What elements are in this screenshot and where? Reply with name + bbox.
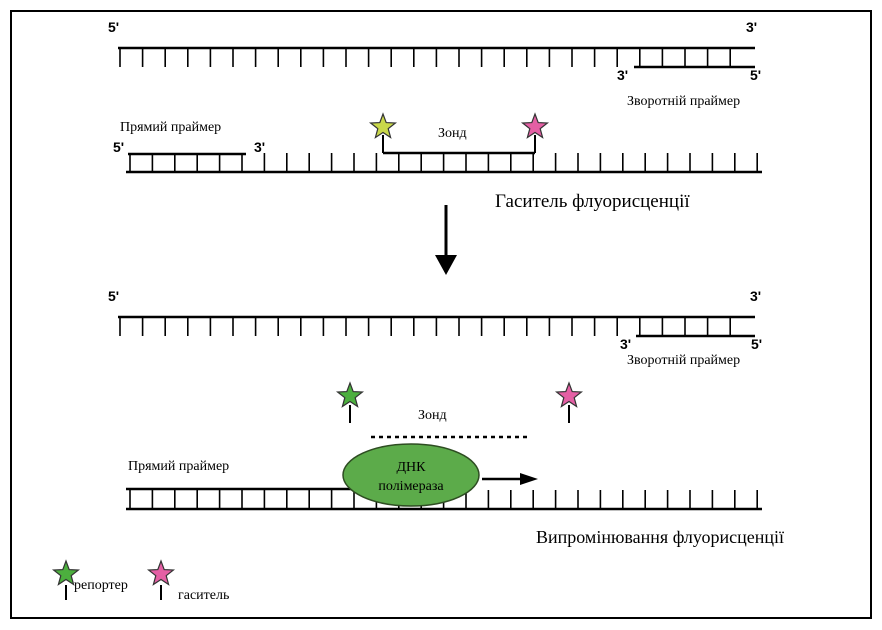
stage1-reporter-star-icon [368, 112, 398, 139]
stage1-quencher-star-icon [520, 112, 550, 139]
stage1-top-5prime: 5' [108, 19, 119, 35]
stage2-reporter-star-icon [335, 381, 365, 408]
legend-quencher-label: гаситель [178, 588, 229, 603]
legend: репортер гаситель [51, 559, 229, 603]
stage2-forward-primer-label: Прямий праймер [128, 459, 229, 474]
stage1-forward-primer-3prime: 3' [254, 139, 265, 155]
stage1-bottom-strand-ticks [129, 153, 759, 172]
stage2-top-3prime: 3' [750, 288, 761, 304]
stage2-reverse-primer-3prime: 3' [620, 336, 631, 352]
stage1-forward-primer-5prime: 5' [113, 139, 124, 155]
stage1-top-3prime: 3' [746, 19, 757, 35]
stage1-reverse-primer-3prime: 3' [617, 67, 628, 83]
stage1-top-strand-ticks [119, 48, 732, 67]
stage1-forward-primer-label: Прямий праймер [120, 120, 221, 135]
stage2-caption: Випромінювання флуорисценції [536, 527, 784, 547]
stage1-reverse-primer-label: Зворотній праймер [627, 94, 740, 109]
dna-polymerase: ДНК полімераза [342, 443, 480, 507]
stage2-bottom-strand-ticks [129, 490, 759, 509]
figure-frame [10, 10, 872, 619]
stage2-reverse-primer-label: Зворотній праймер [627, 353, 740, 368]
stage2-bottom-strand [126, 490, 762, 511]
polymerase-label-line2: полімераза [378, 479, 444, 494]
stage2-probe-label: Зонд [418, 408, 447, 423]
legend-quencher-star-icon [146, 559, 176, 586]
stage2-top-5prime: 5' [108, 288, 119, 304]
stage1-probe [382, 135, 536, 155]
stage2-top-strand-ticks [119, 317, 732, 336]
polymerase-label-line1: ДНК [397, 460, 427, 475]
stage1-reverse-primer-5prime: 5' [750, 67, 761, 83]
stage2-quencher-star-icon [554, 381, 584, 408]
stage1-top-strand [118, 46, 755, 67]
stage2-top-strand [118, 315, 755, 336]
stage2-reverse-primer-5prime: 5' [751, 336, 762, 352]
polymerase-direction-arrow [482, 473, 538, 485]
legend-reporter-star-icon [51, 559, 81, 586]
transition-arrow [435, 205, 457, 275]
legend-reporter-label: репортер [74, 578, 128, 593]
stage1-caption: Гаситель флуорисценції [495, 191, 690, 212]
stage1-bottom-strand [126, 153, 762, 174]
stage1-probe-label: Зонд [438, 126, 467, 141]
